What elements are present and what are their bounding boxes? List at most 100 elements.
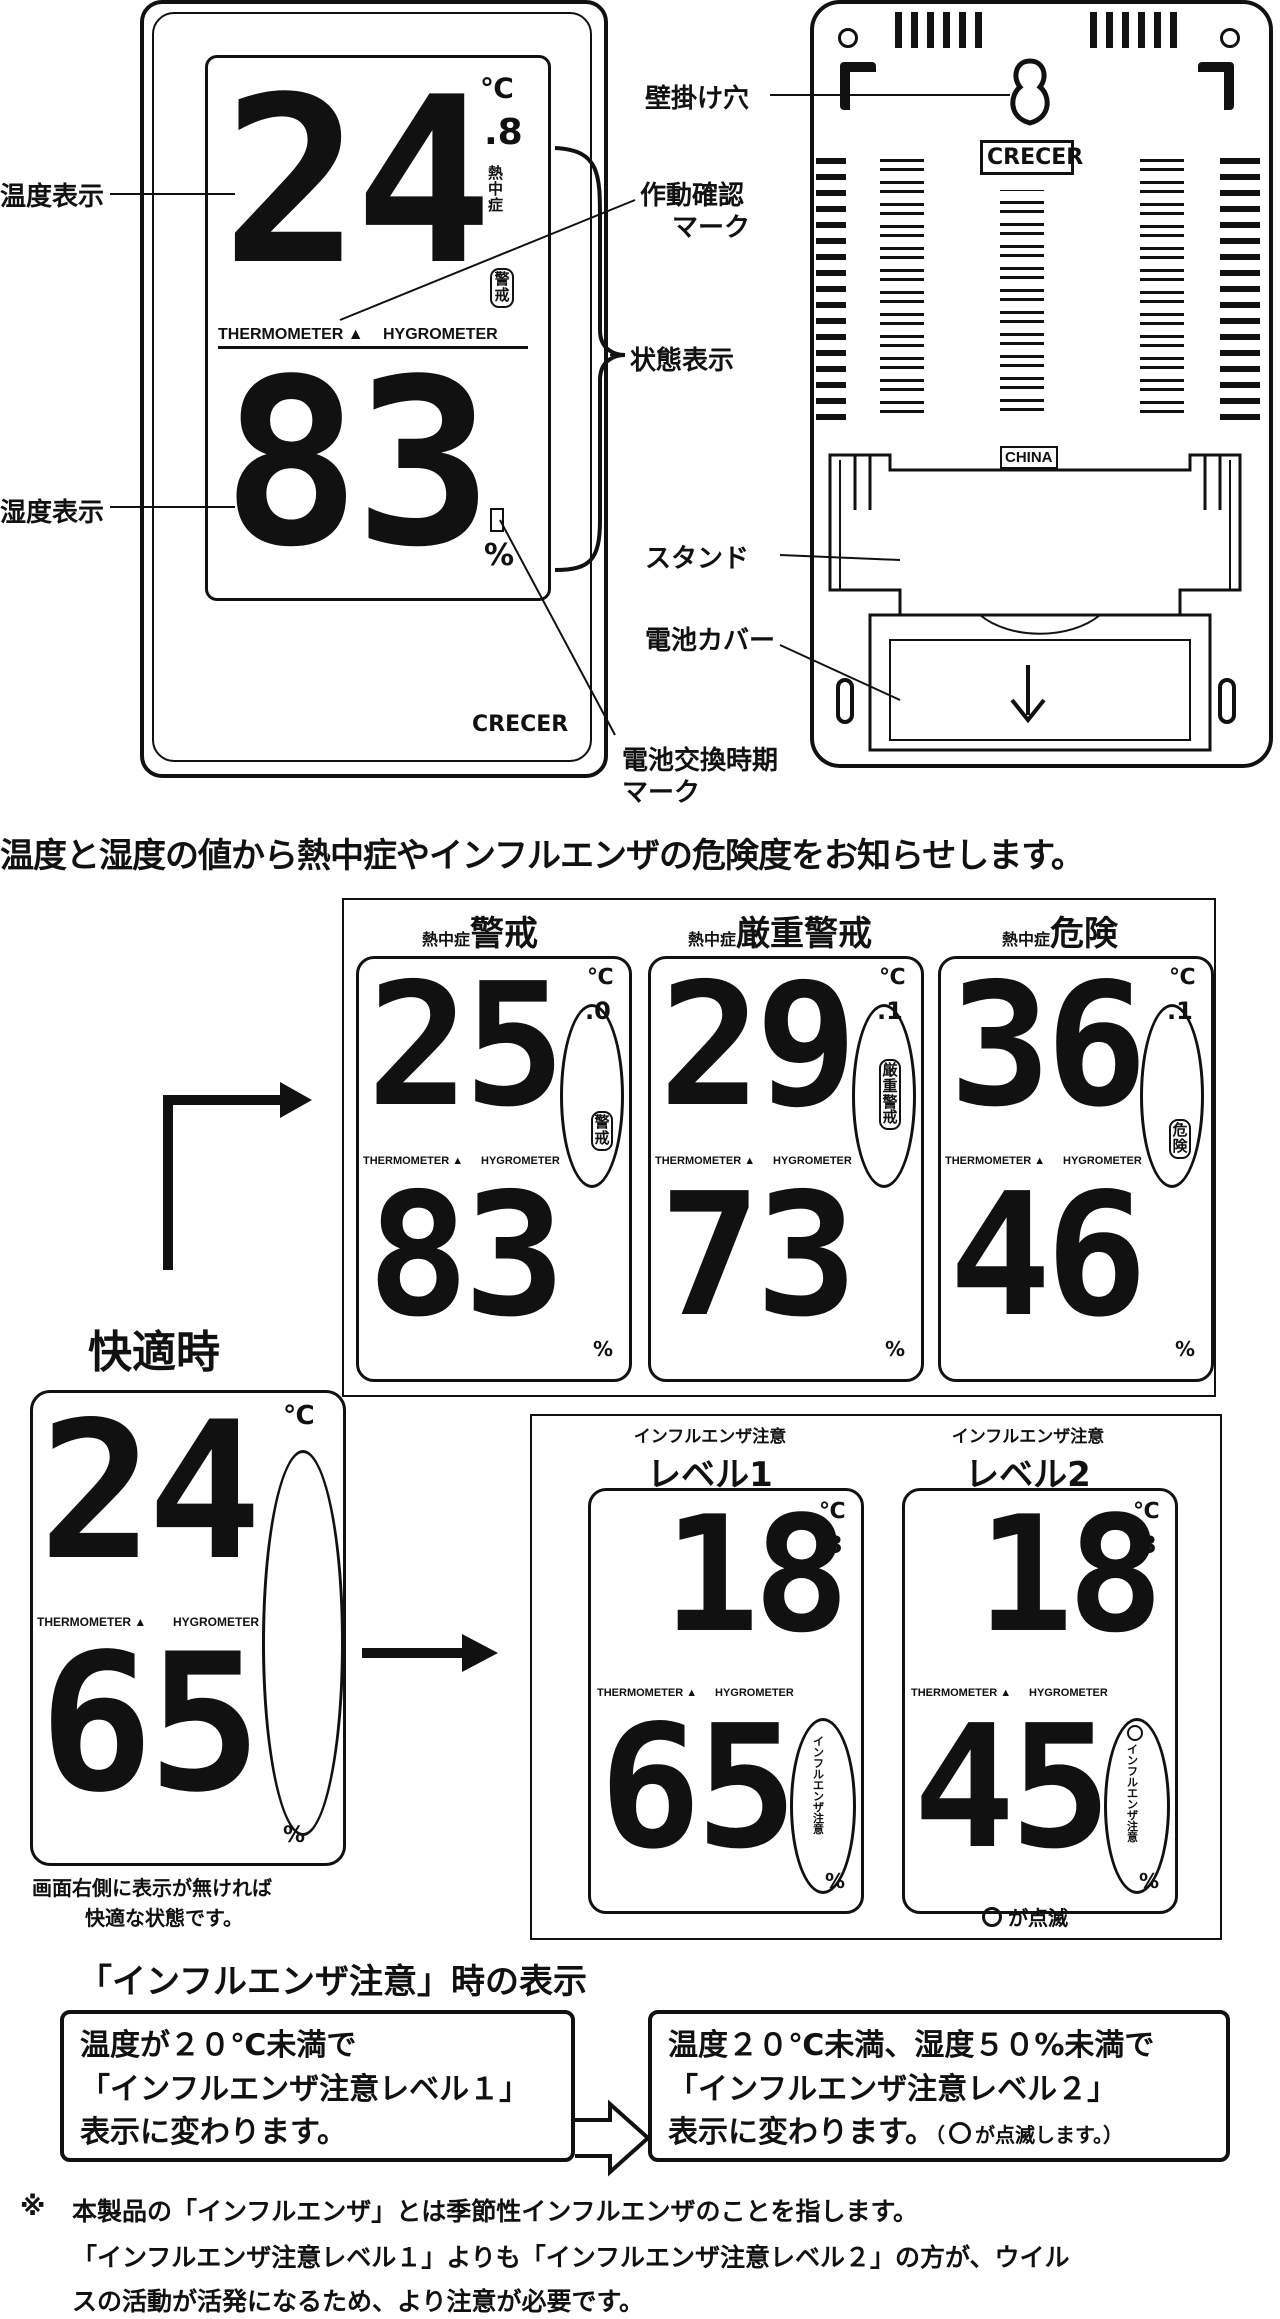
comfort-note-2: 快適な状態です。 <box>85 1906 243 1930</box>
flu-thermo-1: THERMOMETER ▲ <box>597 1687 698 1699</box>
device-heat-label: 熱中症 <box>488 165 504 214</box>
vents-col-2 <box>1000 190 1044 415</box>
leader-battery <box>499 519 616 736</box>
virus-box-icon <box>949 2122 971 2144</box>
flu-unit-c-1: ℃ <box>819 1499 846 1524</box>
heat-temp-1: 25 <box>367 947 566 1145</box>
label-battery-cover: 電池カバー <box>645 626 776 656</box>
label-stand: スタンド <box>645 544 750 574</box>
heat-thermo-1: THERMOMETER ▲ <box>363 1155 464 1167</box>
heat-unit-pct-3: % <box>1175 1337 1196 1361</box>
heat-thermo-3: THERMOMETER ▲ <box>945 1155 1046 1167</box>
flu-temp-1: 18 <box>663 1481 850 1668</box>
heat-unit-pct-2: % <box>885 1337 906 1361</box>
box2-line3-a: 表示に変わります。 <box>668 2115 935 2150</box>
blink-note: が点滅 <box>982 1902 1068 1931</box>
label-temp-display: 温度表示 <box>0 182 105 212</box>
comfort-title: 快適時 <box>88 1327 220 1378</box>
footnote-line-3: スの活動が活発になるため、より注意が必要です。 <box>72 2287 645 2316</box>
wall-hole-icon <box>1010 58 1050 126</box>
top-vents-left <box>895 12 985 48</box>
heat-thermo-2: THERMOMETER ▲ <box>655 1155 756 1167</box>
heat-hygro-2: HYGROMETER <box>773 1155 852 1167</box>
heat-level-1: 警戒 <box>470 914 538 954</box>
flu-lcd-2: 18 ℃ .3 THERMOMETER ▲ HYGROMETER 45 インフル… <box>902 1488 1178 1914</box>
label-operation-mark-1: 作動確認 <box>640 181 745 211</box>
heat-prefix-2: 熱中症 <box>687 930 736 949</box>
heat-temp-2: 29 <box>659 947 858 1145</box>
top-vents-right <box>1090 12 1180 48</box>
box1-line3: 表示に変わります。 <box>80 2115 347 2150</box>
flu-temp-2: 18 <box>977 1481 1164 1668</box>
label-operation-mark-2: マーク <box>672 213 751 243</box>
device-brand: CRECER <box>472 712 569 737</box>
comfort-unit-c: ℃ <box>283 1401 315 1431</box>
device-humidity-value: 83 <box>222 331 493 598</box>
battery-cover-outline <box>868 613 1212 752</box>
heat-title-2: 熱中症厳重警戒 <box>650 906 910 955</box>
box1-line2: 「インフルエンザ注意レベル１」 <box>80 2071 530 2107</box>
comfort-hum: 65 <box>39 1613 262 1834</box>
box2-line2: 「インフルエンザ注意レベル２」 <box>668 2071 1118 2107</box>
side-vents-right-outer <box>1220 150 1260 420</box>
heat-hum-3: 46 <box>949 1157 1148 1355</box>
comfort-hygro: HYGROMETER <box>173 1615 260 1629</box>
flu-hygro-1: HYGROMETER <box>715 1687 794 1699</box>
heat-oval-1 <box>560 1004 624 1188</box>
flu-prefix-1: インフルエンザ注意 <box>633 1427 787 1447</box>
leader-battery-cover <box>779 644 901 701</box>
heat-level-3: 危険 <box>1050 914 1118 954</box>
heat-oval-2 <box>852 1004 916 1188</box>
heat-prefix-3: 熱中症 <box>1001 930 1050 949</box>
flu-oval-2 <box>1104 1718 1170 1894</box>
condition-box-1: 温度が２０℃未満で 「インフルエンザ注意レベル１」 表示に変わります。 <box>60 2010 575 2162</box>
heat-temp-3: 36 <box>949 947 1148 1145</box>
flu-hum-2: 45 <box>913 1689 1112 1887</box>
arrow-up-right-icon <box>163 1095 290 1270</box>
comfort-temp: 24 <box>39 1381 262 1602</box>
box-arrow-icon <box>575 2099 651 2177</box>
blink-note-text: が点滅 <box>1008 1906 1068 1930</box>
heat-level-2: 厳重警戒 <box>736 914 872 954</box>
footnote-line-1: 本製品の「インフルエンザ」とは季節性インフルエンザのことを指します。 <box>72 2197 919 2226</box>
label-humidity-display: 湿度表示 <box>0 498 105 528</box>
battery-icon <box>490 508 504 532</box>
device-lcd: 24 ℃ .8 熱中症 警戒 THERMOMETER ▲ HYGROMETER … <box>205 55 551 601</box>
device-thermometer-label: THERMOMETER ▲ <box>218 326 364 343</box>
virus-small-icon <box>982 1907 1002 1927</box>
box2-line3-b: （ <box>935 2123 945 2147</box>
back-brand-plate: CRECER <box>980 140 1083 175</box>
screw-left-icon <box>838 28 858 48</box>
side-vents-left-outer <box>816 150 846 420</box>
footnote-line-2: 「インフルエンザ注意レベル１」よりも「インフルエンザ注意レベル２」の方が、ウイル <box>72 2243 1070 2272</box>
device-unit-pct: % <box>484 538 515 573</box>
stand-outline <box>828 453 1242 632</box>
corner-bracket-left <box>840 62 876 110</box>
heat-prefix-1: 熱中症 <box>421 930 470 949</box>
footnote-mark: ※ <box>20 2192 46 2222</box>
label-battery-mark-1: 電池交換時期 <box>622 746 779 776</box>
heat-title-3: 熱中症危険 <box>960 906 1160 955</box>
comfort-thermo: THERMOMETER ▲ <box>37 1615 147 1629</box>
corner-bracket-right <box>1198 62 1234 110</box>
heat-unit-c-2: ℃ <box>879 965 906 990</box>
flu-oval-1 <box>790 1718 856 1894</box>
condition-box-2: 温度２０℃未満、湿度５０%未満で 「インフルエンザ注意レベル２」 表示に変わりま… <box>648 2010 1230 2162</box>
heat-hygro-1: HYGROMETER <box>481 1155 560 1167</box>
flu-lcd-1: 18 ℃ .3 THERMOMETER ▲ HYGROMETER 65 インフル… <box>588 1488 864 1914</box>
label-battery-mark-2: マーク <box>622 778 701 808</box>
label-status-display: 状態表示 <box>630 346 735 376</box>
heat-hum-1: 83 <box>367 1157 566 1355</box>
heat-oval-3 <box>1140 1004 1204 1188</box>
box2-line3: 表示に変わります。（が点滅します。） <box>668 2111 1210 2155</box>
comfort-note-1: 画面右側に表示が無ければ <box>32 1876 272 1900</box>
box2-line1: 温度２０℃未満、湿度５０%未満で <box>668 2028 1155 2063</box>
front-leaders-svg <box>339 146 636 736</box>
leader-temp <box>110 193 235 195</box>
back-leaders-svg <box>770 94 1010 701</box>
leader-humidity <box>110 506 235 508</box>
flu-prefix-2: インフルエンザ注意 <box>951 1427 1105 1447</box>
flu-thermo-2: THERMOMETER ▲ <box>911 1687 1012 1699</box>
arrow-down-icon <box>1010 665 1046 724</box>
front-diagram: 24 ℃ .8 熱中症 警戒 THERMOMETER ▲ HYGROMETER … <box>0 0 800 808</box>
